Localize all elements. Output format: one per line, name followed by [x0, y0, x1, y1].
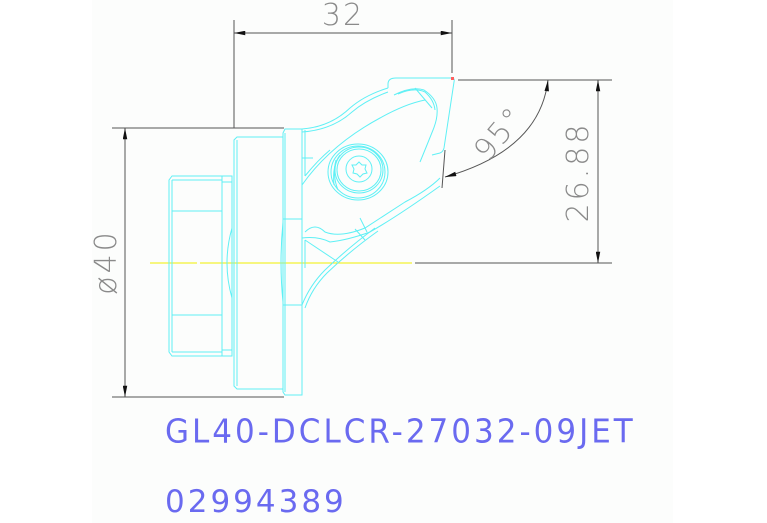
dimension-width-label: 32	[322, 0, 364, 33]
dimension-diameter-label: ø40	[89, 229, 124, 295]
body-column	[280, 128, 313, 396]
order-code-label: 02994389	[165, 484, 347, 520]
head-body	[301, 87, 441, 309]
clamp-screw	[327, 143, 389, 201]
drawing-sheet	[92, 0, 673, 523]
dimension-height-label: 26.88	[561, 122, 596, 223]
part-number-label: GL40-DCLCR-27032-09JET	[165, 413, 636, 451]
shank	[168, 175, 233, 357]
dimension-lines	[112, 20, 612, 398]
dimension-angle-label: 95°	[467, 100, 532, 168]
insert	[387, 77, 455, 163]
holder-geometry	[168, 77, 455, 396]
